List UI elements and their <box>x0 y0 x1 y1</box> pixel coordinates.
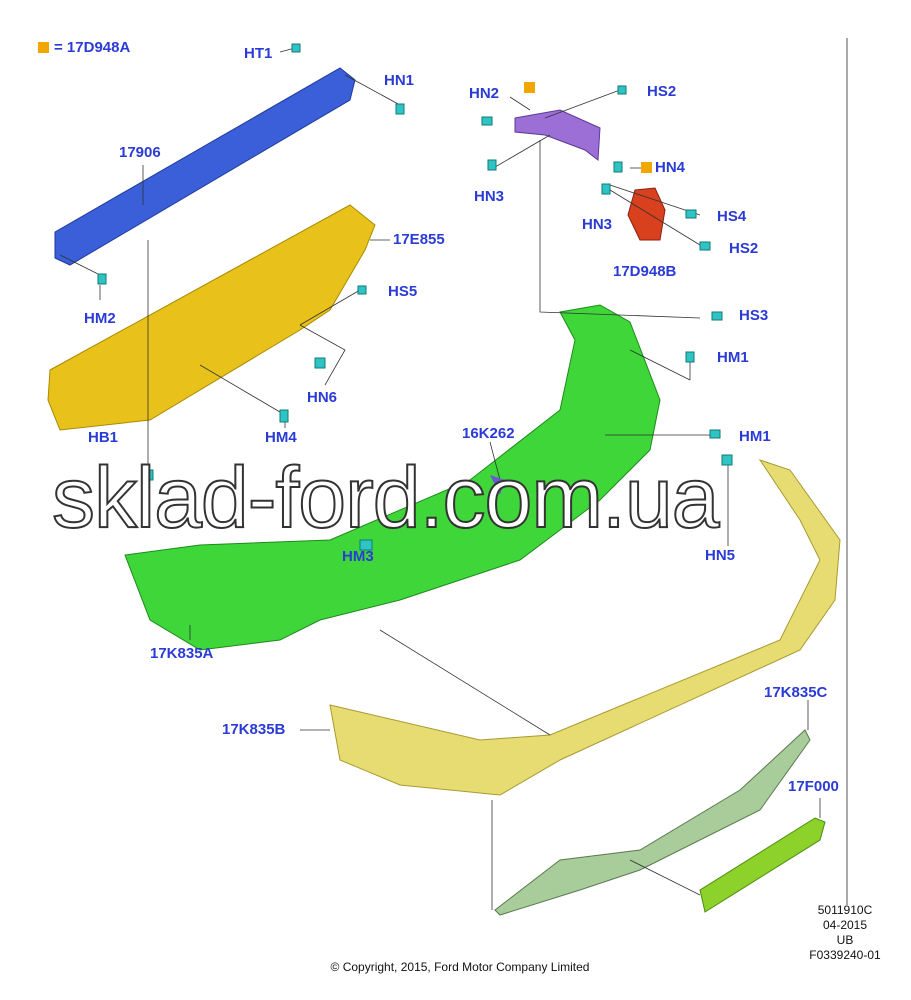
watermark: sklad-ford.com.ua <box>51 450 721 546</box>
part-17k835c <box>494 729 811 916</box>
part-17e855-absorber <box>47 204 376 431</box>
label-17k835c: 17K835C <box>764 684 828 701</box>
copyright: © Copyright, 2015, Ford Motor Company Li… <box>330 960 590 974</box>
label-hm4: HM4 <box>265 429 297 446</box>
label-hn4: HN4 <box>655 159 686 176</box>
label-hs5: HS5 <box>388 283 418 300</box>
label-hs3: HS3 <box>739 307 769 324</box>
label-hn3: HN3 <box>582 216 613 233</box>
part-17k835b-lower <box>329 459 841 796</box>
label-hm2: HM2 <box>84 310 116 327</box>
label-hm3: HM3 <box>342 548 374 565</box>
legend-text: = 17D948A <box>54 39 131 56</box>
label-hs2: HS2 <box>729 240 759 257</box>
label-hn1: HN1 <box>384 72 415 89</box>
label-17k835b: 17K835B <box>222 721 286 738</box>
label-17f000: 17F000 <box>788 778 839 795</box>
meta-date: 04-2015 <box>822 918 868 932</box>
part-16k262 <box>490 475 505 495</box>
label-hn6: HN6 <box>307 389 338 406</box>
label-hn5: HN5 <box>705 547 736 564</box>
part-17d948b <box>627 187 666 241</box>
marker-17d948a <box>641 162 652 173</box>
meta-code: 5011910C <box>817 903 873 917</box>
clips <box>97 43 733 551</box>
part-bracket-17d948a <box>514 109 601 161</box>
diagram-meta: 5011910C 04-2015 UB F0339240-01 <box>800 903 890 963</box>
legend-marker <box>38 42 49 53</box>
part-17k835a-cover <box>124 304 661 651</box>
part-17906-beam <box>54 67 356 266</box>
label-hm1: HM1 <box>739 428 771 445</box>
label-hs2: HS2 <box>647 83 677 100</box>
label-16k262: 16K262 <box>462 425 515 442</box>
label-hn3: HN3 <box>474 188 505 205</box>
label-17906: 17906 <box>119 144 161 161</box>
label-hb1: HB1 <box>88 429 119 446</box>
label-hn2: HN2 <box>469 85 500 102</box>
part-17f000 <box>699 817 826 913</box>
leader-lines <box>59 47 821 910</box>
label-hm1: HM1 <box>717 349 749 366</box>
label-17d948b: 17D948B <box>613 263 677 280</box>
marker-17d948a <box>524 82 535 93</box>
label-17e855: 17E855 <box>393 231 445 248</box>
label-17k835a: 17K835A <box>150 645 214 662</box>
label-ht1: HT1 <box>244 45 273 62</box>
meta-ref: F0339240-01 <box>809 948 881 962</box>
label-hs4: HS4 <box>717 208 747 225</box>
meta-region: UB <box>836 933 854 947</box>
